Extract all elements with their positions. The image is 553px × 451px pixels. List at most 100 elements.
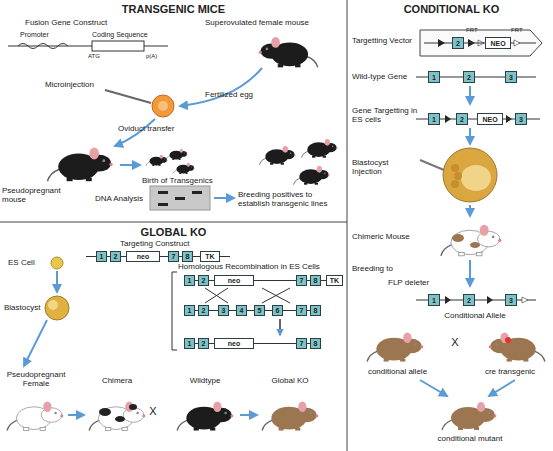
inner-cell bbox=[454, 172, 462, 180]
frt-triangle bbox=[522, 297, 528, 303]
cassette-box: TK bbox=[326, 275, 343, 286]
exon-box: 3 bbox=[515, 113, 527, 125]
panel-divider bbox=[0, 222, 347, 223]
exon-box: 1 bbox=[96, 251, 107, 262]
annotation: Wildtype bbox=[170, 376, 240, 385]
brown-mouse bbox=[367, 333, 423, 362]
annotation: Superovulated female mouse bbox=[205, 18, 345, 27]
cassette-box: neo bbox=[214, 275, 254, 286]
gel-band bbox=[158, 191, 168, 194]
box-label: 2 bbox=[114, 253, 118, 260]
annotation: p(A) bbox=[146, 53, 168, 60]
arrow bbox=[469, 128, 471, 144]
coat-patch bbox=[470, 242, 480, 248]
chimera-mouse bbox=[89, 402, 145, 431]
box-label: 2 bbox=[467, 74, 471, 81]
exon-box: 4 bbox=[236, 305, 247, 316]
annotation: ATG bbox=[88, 53, 108, 60]
exon-box: 5 bbox=[254, 305, 265, 316]
exon-box: 2 bbox=[110, 251, 121, 262]
arrow bbox=[240, 414, 257, 416]
fertilized-egg bbox=[152, 95, 174, 117]
blastocyst-cavity bbox=[461, 165, 491, 191]
panel-divider bbox=[347, 0, 348, 451]
exon-box: 7 bbox=[296, 275, 307, 286]
brown-mouse bbox=[489, 333, 545, 362]
box-label: 8 bbox=[314, 340, 318, 347]
exon-box: 3 bbox=[218, 305, 229, 316]
exon-box: 2 bbox=[452, 37, 464, 49]
pup-mouse bbox=[173, 163, 195, 174]
intron-line bbox=[229, 310, 236, 311]
intron-line bbox=[193, 256, 200, 257]
exon-box: 2 bbox=[456, 113, 468, 125]
white-mouse bbox=[7, 402, 63, 431]
box-label: TK bbox=[205, 253, 214, 260]
arrow bbox=[279, 319, 281, 335]
arrow bbox=[68, 414, 84, 416]
annotation: cre transgenic bbox=[470, 367, 550, 376]
box-label: 2 bbox=[202, 277, 206, 284]
intron-line bbox=[440, 119, 456, 120]
arrow bbox=[180, 68, 262, 106]
exon-box: 2 bbox=[198, 305, 209, 316]
annotation: Breeding to bbox=[352, 264, 416, 273]
exon-box: 8 bbox=[310, 305, 321, 316]
box-label: neo bbox=[137, 253, 149, 260]
annotation: FRT bbox=[511, 27, 529, 34]
box-label: 8 bbox=[314, 307, 318, 314]
intron-line bbox=[475, 300, 505, 301]
annotation: conditional allele bbox=[355, 367, 440, 376]
arrow bbox=[24, 320, 47, 366]
annotation: Fertilized egg bbox=[205, 90, 275, 99]
panel-title: TRANSGENIC MICE bbox=[0, 3, 347, 16]
exon-box: 1 bbox=[428, 113, 440, 125]
box-label: 3 bbox=[519, 116, 523, 123]
exon-box: 8 bbox=[182, 251, 193, 262]
es-cell bbox=[51, 257, 63, 269]
gene-line bbox=[416, 77, 428, 78]
exon-box: 7 bbox=[168, 251, 179, 262]
annotation: Wild-type Gene bbox=[352, 72, 416, 81]
intron-line bbox=[265, 310, 272, 311]
exon-box: 3 bbox=[505, 294, 517, 306]
annotation: DNA Analysis bbox=[95, 194, 150, 203]
exon-box: 1 bbox=[184, 275, 195, 286]
exon-box: 8 bbox=[310, 275, 321, 286]
exon-box: 2 bbox=[198, 275, 209, 286]
annotation: Targeting Construct bbox=[120, 239, 230, 248]
annotation: conditional mutant bbox=[410, 434, 530, 443]
gel-band bbox=[175, 197, 185, 200]
cassette-box: neo bbox=[126, 251, 160, 262]
annotation: Conditional Allele bbox=[420, 311, 530, 320]
box-label: 2 bbox=[467, 297, 471, 304]
gene-line bbox=[86, 256, 96, 257]
annotation: Birth of Transgenics bbox=[142, 176, 242, 185]
arrow bbox=[420, 380, 447, 396]
annotation: Blastocyst Injection bbox=[352, 158, 416, 176]
box-label: 7 bbox=[300, 307, 304, 314]
box-label: 1 bbox=[188, 307, 192, 314]
annotation: X bbox=[445, 336, 465, 349]
pup-mouse bbox=[166, 149, 188, 160]
inner-cell bbox=[451, 164, 459, 172]
box-label: TK bbox=[330, 277, 339, 284]
annotation: Blastocyst bbox=[4, 303, 44, 312]
box-label: 1 bbox=[432, 116, 436, 123]
box-label: 2 bbox=[460, 116, 464, 123]
annotation: Microinjection bbox=[45, 80, 115, 89]
box-label: 2 bbox=[202, 340, 206, 347]
exon-box: 2 bbox=[463, 294, 475, 306]
coat-patch bbox=[452, 234, 464, 242]
intron-line bbox=[254, 280, 296, 281]
exon-box: 1 bbox=[428, 71, 440, 83]
panel-title: CONDITIONAL KO bbox=[350, 3, 553, 16]
exon-box: 7 bbox=[296, 338, 307, 349]
box-label: 3 bbox=[222, 307, 226, 314]
box-label: 7 bbox=[300, 340, 304, 347]
annotation: Coding Sequence bbox=[92, 31, 162, 39]
vector-outline bbox=[420, 30, 542, 56]
annotation: Global KO bbox=[255, 376, 325, 385]
annotation: FRT bbox=[466, 27, 484, 34]
box-label: NEO bbox=[490, 40, 505, 47]
